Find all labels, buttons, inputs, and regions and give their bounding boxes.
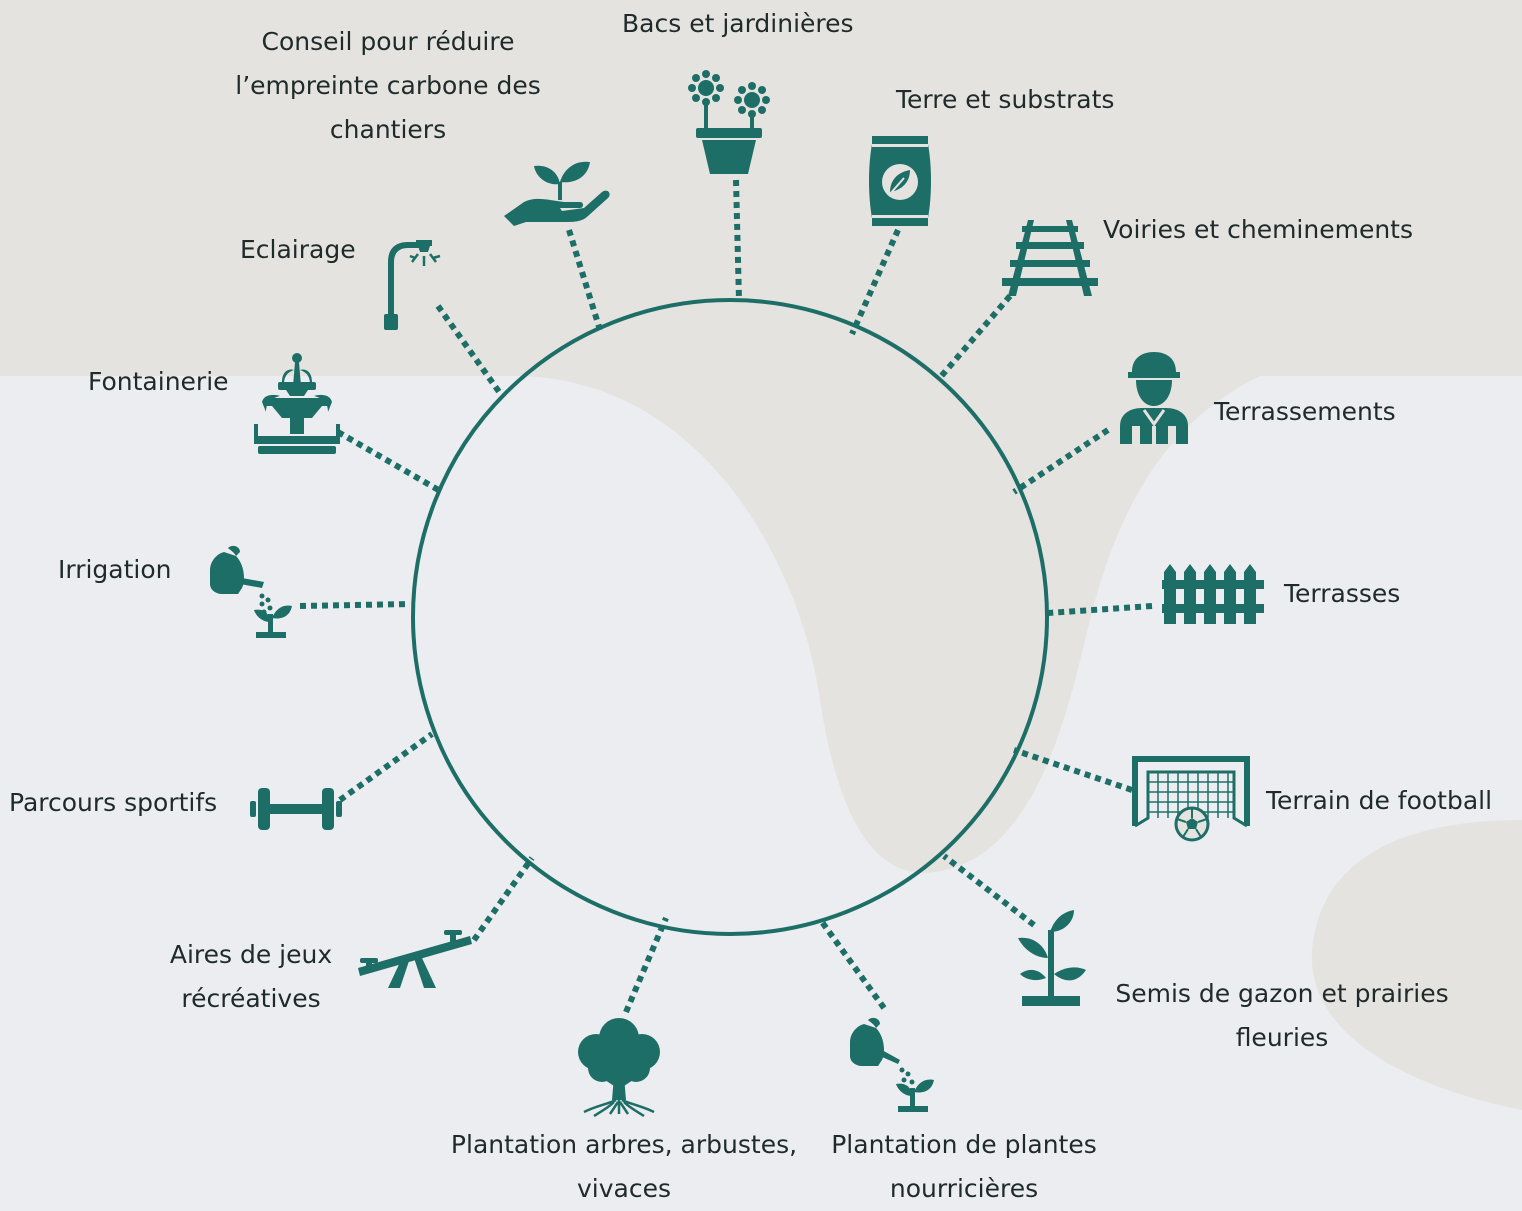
hub-circle (411, 298, 1049, 936)
label-line: Semis de gazon et prairies (1115, 979, 1449, 1008)
connector-arbres (623, 916, 669, 1014)
connector-irrigation (299, 601, 411, 609)
soil-bag-icon (866, 136, 934, 226)
connector-terrasses (1047, 603, 1153, 616)
label-terre: Terre et substrats (896, 78, 1114, 122)
connector-semis (942, 853, 1036, 928)
connector-bacs (733, 179, 742, 301)
label-line: chantiers (329, 115, 447, 144)
flower-pot-icon (686, 70, 772, 178)
label-line: Parcours sportifs (9, 788, 218, 817)
label-conseil: Conseil pour réduire l’empreinte carbone… (220, 20, 556, 152)
label-nourricieres: Plantation de plantes nourricières (818, 1123, 1110, 1211)
connector-fontainerie (336, 429, 444, 495)
label-line: Eclairage (240, 235, 356, 264)
watering-can-icon (206, 544, 296, 640)
football-goal-icon (1132, 756, 1250, 842)
label-line: l’empreinte carbone des (235, 71, 541, 100)
label-aires: Aires de jeux récréatives (156, 933, 346, 1021)
label-eclairage: Eclairage (240, 228, 356, 272)
connector-conseil (566, 229, 603, 331)
label-line: Bacs et jardinières (622, 9, 854, 38)
label-line: Terrassements (1214, 397, 1396, 426)
label-line: Voiries et cheminements (1103, 215, 1414, 244)
label-line: Aires de jeux (169, 940, 333, 969)
seedling-icon (1016, 910, 1086, 1006)
label-voiries: Voiries et cheminements (1103, 208, 1413, 252)
tree-icon (574, 1016, 664, 1118)
label-terrasses: Terrasses (1284, 572, 1400, 616)
label-line: vivaces (576, 1174, 671, 1203)
label-line: fleuries (1235, 1023, 1329, 1052)
label-line: Irrigation (58, 555, 172, 584)
label-line: Plantation de plantes (831, 1130, 1097, 1159)
label-line: nourricières (889, 1174, 1039, 1203)
connector-voiries (935, 294, 1013, 382)
connector-terre (849, 228, 901, 336)
seesaw-icon (358, 924, 474, 990)
label-fontainerie: Fontainerie (88, 360, 229, 404)
label-irrigation: Irrigation (58, 548, 172, 592)
label-bacs: Bacs et jardinières (622, 2, 854, 46)
dumbbell-icon (250, 784, 342, 834)
worker-icon (1116, 352, 1192, 444)
label-terrassements: Terrassements (1214, 390, 1396, 434)
label-line: Terrain de football (1266, 786, 1493, 815)
rail-track-icon (998, 220, 1102, 296)
label-line: récréatives (181, 984, 321, 1013)
label-semis: Semis de gazon et prairies fleuries (1106, 972, 1458, 1060)
connector-parcours (338, 731, 434, 803)
label-line: Terrasses (1284, 579, 1401, 608)
fountain-icon (254, 352, 340, 456)
hand-sprout-icon (504, 156, 612, 228)
watering-plant-icon (846, 1016, 936, 1112)
label-line: Fontainerie (88, 367, 229, 396)
label-line: Conseil pour réduire (261, 27, 515, 56)
street-lamp-icon (382, 240, 448, 332)
label-football: Terrain de football (1266, 779, 1492, 823)
label-parcours: Parcours sportifs (9, 781, 217, 825)
connector-eclairage (435, 304, 505, 398)
connector-nourricieres (819, 920, 887, 1010)
connector-terrassements (1012, 427, 1110, 495)
label-arbres: Plantation arbres, arbustes, vivaces (446, 1123, 802, 1211)
connector-aires (471, 856, 535, 942)
label-line: Terre et substrats (896, 85, 1115, 114)
fence-icon (1162, 564, 1264, 624)
connector-football (1013, 747, 1133, 793)
label-line: Plantation arbres, arbustes, (450, 1130, 798, 1159)
